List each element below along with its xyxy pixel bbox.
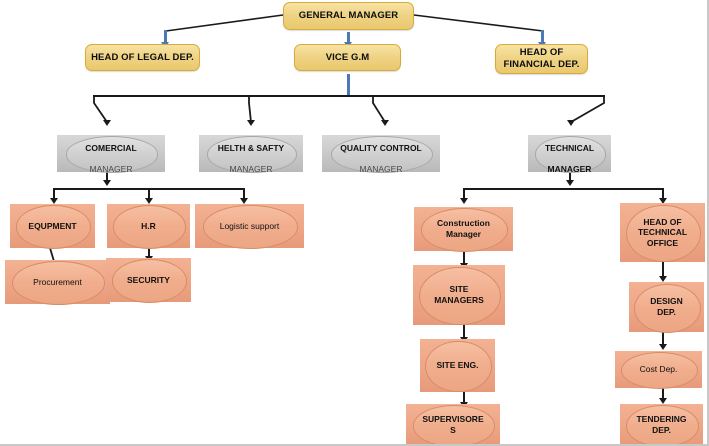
arrow-equpment <box>50 198 58 204</box>
node-helth-safty-manager[interactable]: HELTH & SAFTY MANAGER <box>199 132 303 175</box>
node-label: Logistic support <box>219 220 280 231</box>
arrow-technical <box>567 120 575 126</box>
arrow-comercial-down <box>103 180 111 186</box>
node-site-eng[interactable]: SITE ENG. <box>420 339 495 393</box>
node-label: HELTH & SAFTY MANAGER <box>215 132 287 175</box>
node-subtitle: MANAGER <box>229 164 273 175</box>
connector-siteeng-supervisores <box>463 392 465 404</box>
node-label: VICE G.M <box>325 51 370 63</box>
node-label: COMERCIAL MANAGER <box>82 132 139 175</box>
connector-drop-equpment <box>53 188 55 200</box>
arrow-construction <box>460 198 468 204</box>
node-title: COMERCIAL <box>85 142 137 153</box>
node-supervisores[interactable]: SUPERVISORE S <box>406 404 500 444</box>
connector-bus-managers <box>93 95 605 97</box>
node-label: Cost Dep. <box>639 364 678 375</box>
connector-drop-construction <box>463 188 465 200</box>
node-title: TECHNICAL <box>544 142 595 153</box>
node-label: EQUPMENT <box>28 220 77 231</box>
connector-drop-hr <box>148 188 150 200</box>
node-comercial-manager[interactable]: COMERCIAL MANAGER <box>57 132 165 175</box>
node-quality-control-manager[interactable]: QUALITY CONTROL MANAGER <box>322 132 440 175</box>
connector-technical-down <box>569 172 571 182</box>
node-head-of-technical-office[interactable]: HEAD OF TECHNICAL OFFICE <box>620 203 705 263</box>
node-label: HEAD OF TECHNICAL OFFICE <box>637 216 688 248</box>
arrow-hr <box>145 198 153 204</box>
node-logistic-support[interactable]: Logistic support <box>195 204 304 249</box>
connector-bus-technical <box>463 188 664 190</box>
connector-vicegm-down <box>347 74 350 96</box>
node-site-managers[interactable]: SITE MANAGERS <box>413 265 505 326</box>
node-title: QUALITY CONTROL <box>340 142 422 153</box>
node-technical-manager[interactable]: TECHNICAL MANAGER <box>528 132 611 175</box>
node-construction-manager[interactable]: Construction Manager <box>414 207 513 252</box>
node-vice-gm[interactable]: VICE G.M <box>294 44 401 71</box>
connector-design-cost <box>662 332 664 346</box>
connector-drop-logistic <box>243 188 245 200</box>
arrow-helth-safty <box>247 120 255 126</box>
node-procurement[interactable]: Procurement <box>5 260 110 305</box>
node-tendering-dep[interactable]: TENDERING DEP. <box>620 404 703 444</box>
arrow-quality-control <box>381 120 389 126</box>
connector-sitemanagers-siteeng <box>463 325 465 339</box>
node-label: SUPERVISORE S <box>422 414 484 435</box>
node-general-manager[interactable]: GENERAL MANAGER <box>283 2 414 30</box>
node-design-dep[interactable]: DESIGN DEP. <box>629 282 704 333</box>
connector-stub-legal <box>164 30 167 44</box>
connector-stub-financial <box>541 30 544 44</box>
connector-drop-hto <box>662 188 664 200</box>
connector-construction-sitemanagers <box>463 251 465 265</box>
arrow-comercial <box>103 120 111 126</box>
connector-hto-design <box>662 262 664 278</box>
node-security[interactable]: SECURITY <box>106 258 191 303</box>
connector-comercial-down <box>106 172 108 182</box>
node-label: TENDERING DEP. <box>636 414 687 435</box>
node-label: SITE MANAGERS <box>434 284 484 305</box>
node-equpment[interactable]: EQUPMENT <box>10 204 95 249</box>
connector-hr-security <box>148 248 150 258</box>
node-hr[interactable]: H.R <box>107 204 190 249</box>
arrow-design-dep <box>659 276 667 282</box>
arrow-tendering-dep <box>659 398 667 404</box>
node-subtitle: MANAGER <box>89 164 133 175</box>
node-label: TECHNICAL MANAGER <box>542 132 597 175</box>
arrow-technical-down <box>566 180 574 186</box>
node-label: H.R <box>141 220 156 231</box>
node-label: Procurement <box>33 276 82 287</box>
node-label: HEAD OF LEGAL DEP. <box>91 51 194 63</box>
node-label: Construction Manager <box>437 218 490 239</box>
arrow-logistic <box>240 198 248 204</box>
node-label: QUALITY CONTROL MANAGER <box>337 132 425 175</box>
connector-stub-vicegm <box>347 32 350 44</box>
connector-cost-tendering <box>662 388 664 400</box>
node-label: SITE ENG. <box>436 360 479 371</box>
node-label: SECURITY <box>127 274 170 285</box>
arrow-cost-dep <box>659 344 667 350</box>
node-head-of-financial-dep[interactable]: HEAD OF FINANCIAL DEP. <box>495 44 588 74</box>
node-cost-dep[interactable]: Cost Dep. <box>615 351 702 389</box>
node-head-of-legal-dep[interactable]: HEAD OF LEGAL DEP. <box>85 44 200 71</box>
node-subtitle: MANAGER <box>547 164 592 175</box>
node-title: HELTH & SAFTY <box>217 142 285 153</box>
node-label: HEAD OF FINANCIAL DEP. <box>503 47 580 70</box>
node-subtitle: MANAGER <box>359 164 403 175</box>
node-label: GENERAL MANAGER <box>298 10 399 22</box>
node-label: DESIGN DEP. <box>650 296 683 317</box>
arrow-hto <box>659 198 667 204</box>
